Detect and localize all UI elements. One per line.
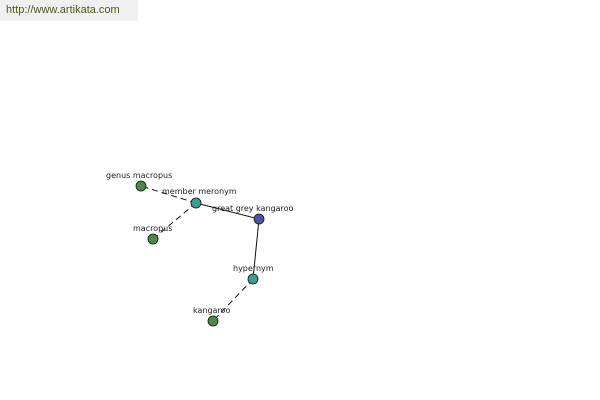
node-label-macropus: macropus xyxy=(133,224,172,233)
edge-great-grey-kangaroo-to-member-meronym xyxy=(195,202,260,220)
node-label-genus-macropus: genus macropus xyxy=(106,171,172,180)
edges-layer xyxy=(140,185,260,322)
node-great-grey-kangaroo[interactable] xyxy=(253,213,265,225)
node-macropus[interactable] xyxy=(147,233,159,245)
node-label-hypernym: hypernym xyxy=(233,264,274,273)
edge-member-meronym-to-macropus xyxy=(152,202,197,240)
node-label-member-meronym: member meronym xyxy=(162,187,237,196)
node-label-kangaroo: kangaroo xyxy=(193,306,230,315)
node-genus-macropus[interactable] xyxy=(135,180,147,192)
node-member-meronym[interactable] xyxy=(190,197,202,209)
site-url-link[interactable]: http://www.artikata.com xyxy=(6,4,120,16)
node-hypernym[interactable] xyxy=(247,273,259,285)
edge-great-grey-kangaroo-to-hypernym xyxy=(252,218,260,280)
nodes-layer: great grey kangaroo member meronym hyperny… xyxy=(106,171,294,327)
node-kangaroo[interactable] xyxy=(207,315,219,327)
node-label-great-grey-kangaroo: great grey kangaroo xyxy=(212,204,294,213)
url-bar: http://www.artikata.com xyxy=(0,0,138,21)
